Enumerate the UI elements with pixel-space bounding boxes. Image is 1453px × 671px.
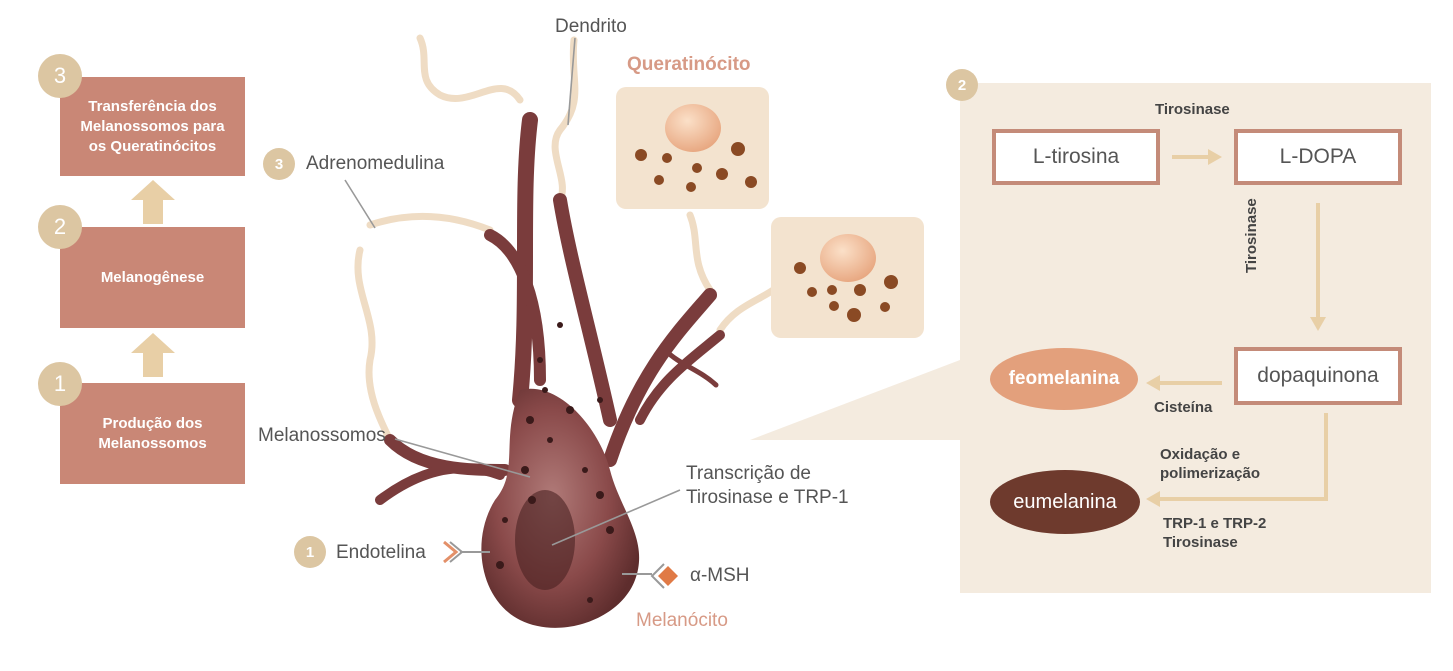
melanocyte-title: Melanócito (636, 610, 728, 631)
transcription-label: Transcrição de Tirosinase e TRP-1 (686, 463, 849, 508)
endothelin-label: Endotelina (336, 542, 426, 563)
step-melanogenesis-box: Melanogênese (60, 227, 245, 328)
endothelin-badge: 1 (294, 536, 326, 568)
dendrite-branches (375, 112, 725, 505)
dendrite-label: Dendrito (555, 16, 627, 37)
step-1-badge: 1 (38, 362, 82, 406)
enzyme-vertical-label: Tirosinase (1243, 198, 1260, 273)
step-transfer-label: Transferência dos Melanossomos para os Q… (80, 97, 225, 155)
melanosome-granules (496, 322, 614, 603)
msh-label: α-MSH (690, 565, 750, 586)
leader-lines (344, 37, 681, 546)
melanosomes-label: Melanossomos (258, 425, 386, 446)
up-arrow-icon (131, 333, 175, 377)
step-1-number: 1 (53, 371, 67, 396)
adrenomedulin-number: 3 (274, 155, 284, 173)
trp-enzymes-label: TRP-1 e TRP-2 Tirosinase (1163, 515, 1267, 551)
step-production-box: Produção dos Melanossomos (60, 383, 245, 484)
adrenomedulin-label: Adrenomedulina (306, 153, 445, 174)
keratinocyte-title: Queratinócito (627, 54, 751, 75)
endothelin-receptor-icon (443, 540, 490, 564)
step-2-badge: 2 (38, 205, 82, 249)
step-3-badge: 3 (38, 54, 82, 98)
cysteine-label: Cisteína (1154, 399, 1213, 416)
step-transfer-box: Transferência dos Melanossomos para os Q… (60, 77, 245, 176)
l-tyrosine-label: L-tirosina (1032, 145, 1120, 168)
l-tyrosine-box: L-tirosina (992, 129, 1160, 185)
step-2-number: 2 (53, 214, 67, 239)
pathway-arrows (1146, 149, 1328, 507)
eumelanin-ellipse: eumelanina (990, 470, 1140, 534)
melanocyte-nucleus (515, 490, 575, 590)
step-3-number: 3 (53, 63, 67, 88)
dopaquinone-label: dopaquinona (1257, 364, 1379, 387)
melanogenesis-panel: 2 Tirosinase L-tirosina L-DOPA dopaquino… (946, 69, 1431, 593)
oxidation-label: Oxidação e polimerização (1160, 446, 1261, 482)
pheomelanin-label: feomelanina (1008, 368, 1120, 389)
l-dopa-label: L-DOPA (1279, 145, 1357, 168)
step-melanogenesis-label: Melanogênese (100, 268, 205, 286)
panel-step-number: 2 (957, 76, 967, 94)
step-production-label: Produção dos Melanossomos (98, 414, 207, 452)
panel-step-badge: 2 (946, 69, 978, 101)
endothelin-number: 1 (305, 543, 315, 561)
l-dopa-box: L-DOPA (1234, 129, 1402, 185)
enzyme-top-label: Tirosinase (1155, 101, 1230, 118)
zoom-wedge (750, 360, 960, 440)
dopaquinone-box: dopaquinona (1234, 347, 1402, 405)
up-arrow-icon (131, 180, 175, 224)
pheomelanin-ellipse: feomelanina (990, 348, 1138, 410)
msh-receptor-icon (622, 563, 678, 589)
eumelanin-label: eumelanina (1013, 490, 1117, 513)
adrenomedulin-badge: 3 (263, 148, 295, 180)
